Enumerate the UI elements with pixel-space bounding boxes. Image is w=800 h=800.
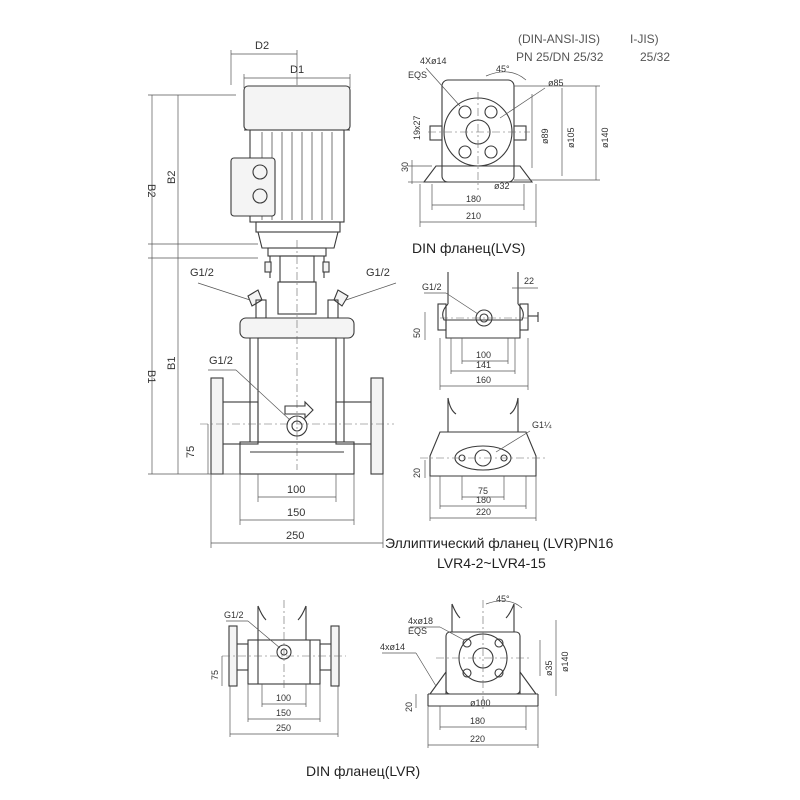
dim-w22: 22 <box>524 276 534 286</box>
dim-d35: ø35 <box>544 660 554 676</box>
label-g-lvr-side: G1/2 <box>422 282 442 292</box>
label-angle: 45° <box>496 64 510 74</box>
dim-100: 100 <box>287 484 305 496</box>
dim-d105: ø105 <box>566 127 576 148</box>
dim-b2: B2 <box>166 171 178 184</box>
dim-w220-front: 220 <box>476 507 491 517</box>
caption-lvr-models: LVR4-2~LVR4-15 <box>437 555 546 571</box>
label-holes-14: 4Xø14 <box>420 56 447 66</box>
dim-d32: ø32 <box>494 181 510 191</box>
dim-w150-bottom: 150 <box>276 708 291 718</box>
pump-elevation: D2 D1 <box>145 40 397 548</box>
dim-w75: 75 <box>478 486 488 496</box>
dim-d140-bottom: ø140 <box>560 651 570 672</box>
dim-d140: ø140 <box>600 127 610 148</box>
dim-h20-front: 20 <box>412 468 422 478</box>
caption-lvr: Эллиптический фланец (LVR)PN16 <box>385 535 614 551</box>
dim-b1-cut: B1 <box>145 370 157 383</box>
header-2532: 25/32 <box>640 50 670 64</box>
label-eqs: EQS <box>408 70 427 80</box>
label-holes-14-bottom: 4xø14 <box>380 642 405 652</box>
label-g-mid: G1/2 <box>209 355 233 367</box>
dim-d89: ø89 <box>540 128 550 144</box>
caption-din-lvs: DIN фланец(LVS) <box>412 240 525 256</box>
dim-w180-front: 180 <box>476 495 491 505</box>
header-jis: I-JIS) <box>630 32 659 46</box>
dim-w100-side: 100 <box>476 350 491 360</box>
dim-w180: 180 <box>466 194 481 204</box>
dim-d1: D1 <box>290 64 304 76</box>
dim-b2-cut: B2 <box>145 184 157 197</box>
din-lvr-elevation: G1/2 75 100 150 250 <box>210 600 346 737</box>
dim-slot: 19x27 <box>412 115 422 140</box>
dim-150: 150 <box>287 507 305 519</box>
dim-w180-bottom: 180 <box>470 716 485 726</box>
label-angle-bottom: 45° <box>496 594 510 604</box>
header-din-ansi: (DIN-ANSI-JIS) <box>518 32 600 46</box>
dim-h75-bottom: 75 <box>210 670 220 680</box>
caption-din-lvr: DIN фланец(LVR) <box>306 763 420 779</box>
dim-h20-bottom: 20 <box>404 702 414 712</box>
header-pn25: PN 25/DN 25/32 <box>516 50 604 64</box>
label-eqs-bottom: EQS <box>408 626 427 636</box>
dim-w210: 210 <box>466 211 481 221</box>
lvr-front-view: G1¼ 20 75 180 220 Эллиптический фланец (… <box>385 397 614 571</box>
dim-h30: 30 <box>400 162 410 172</box>
label-g-lvr-front: G1¼ <box>532 420 552 430</box>
din-lvs-view: (DIN-ANSI-JIS) I-JIS) PN 25/DN 25/32 25/… <box>400 32 670 256</box>
dim-75: 75 <box>185 446 197 458</box>
lvr-side-view: G1/2 22 50 100 141 160 <box>412 272 539 390</box>
dim-h50: 50 <box>412 328 422 338</box>
dim-w250-bottom: 250 <box>276 723 291 733</box>
dim-w220-bottom: 220 <box>470 734 485 744</box>
dim-250: 250 <box>286 530 304 542</box>
dim-w160: 160 <box>476 375 491 385</box>
dim-w100-bottom: 100 <box>276 693 291 703</box>
label-g-right: G1/2 <box>366 267 390 279</box>
dim-b1: B1 <box>166 357 178 370</box>
label-g-bottom: G1/2 <box>224 610 244 620</box>
label-g-left: G1/2 <box>190 267 214 279</box>
dim-d2: D2 <box>255 40 269 52</box>
label-d85: ø85 <box>548 78 564 88</box>
dim-w141: 141 <box>476 360 491 370</box>
dim-d100: ø100 <box>470 698 491 708</box>
din-lvr-flange: 4xø18 EQS 4xø14 45° ø35 ø140 20 ø100 180… <box>380 594 570 748</box>
label-holes-18: 4xø18 <box>408 616 433 626</box>
